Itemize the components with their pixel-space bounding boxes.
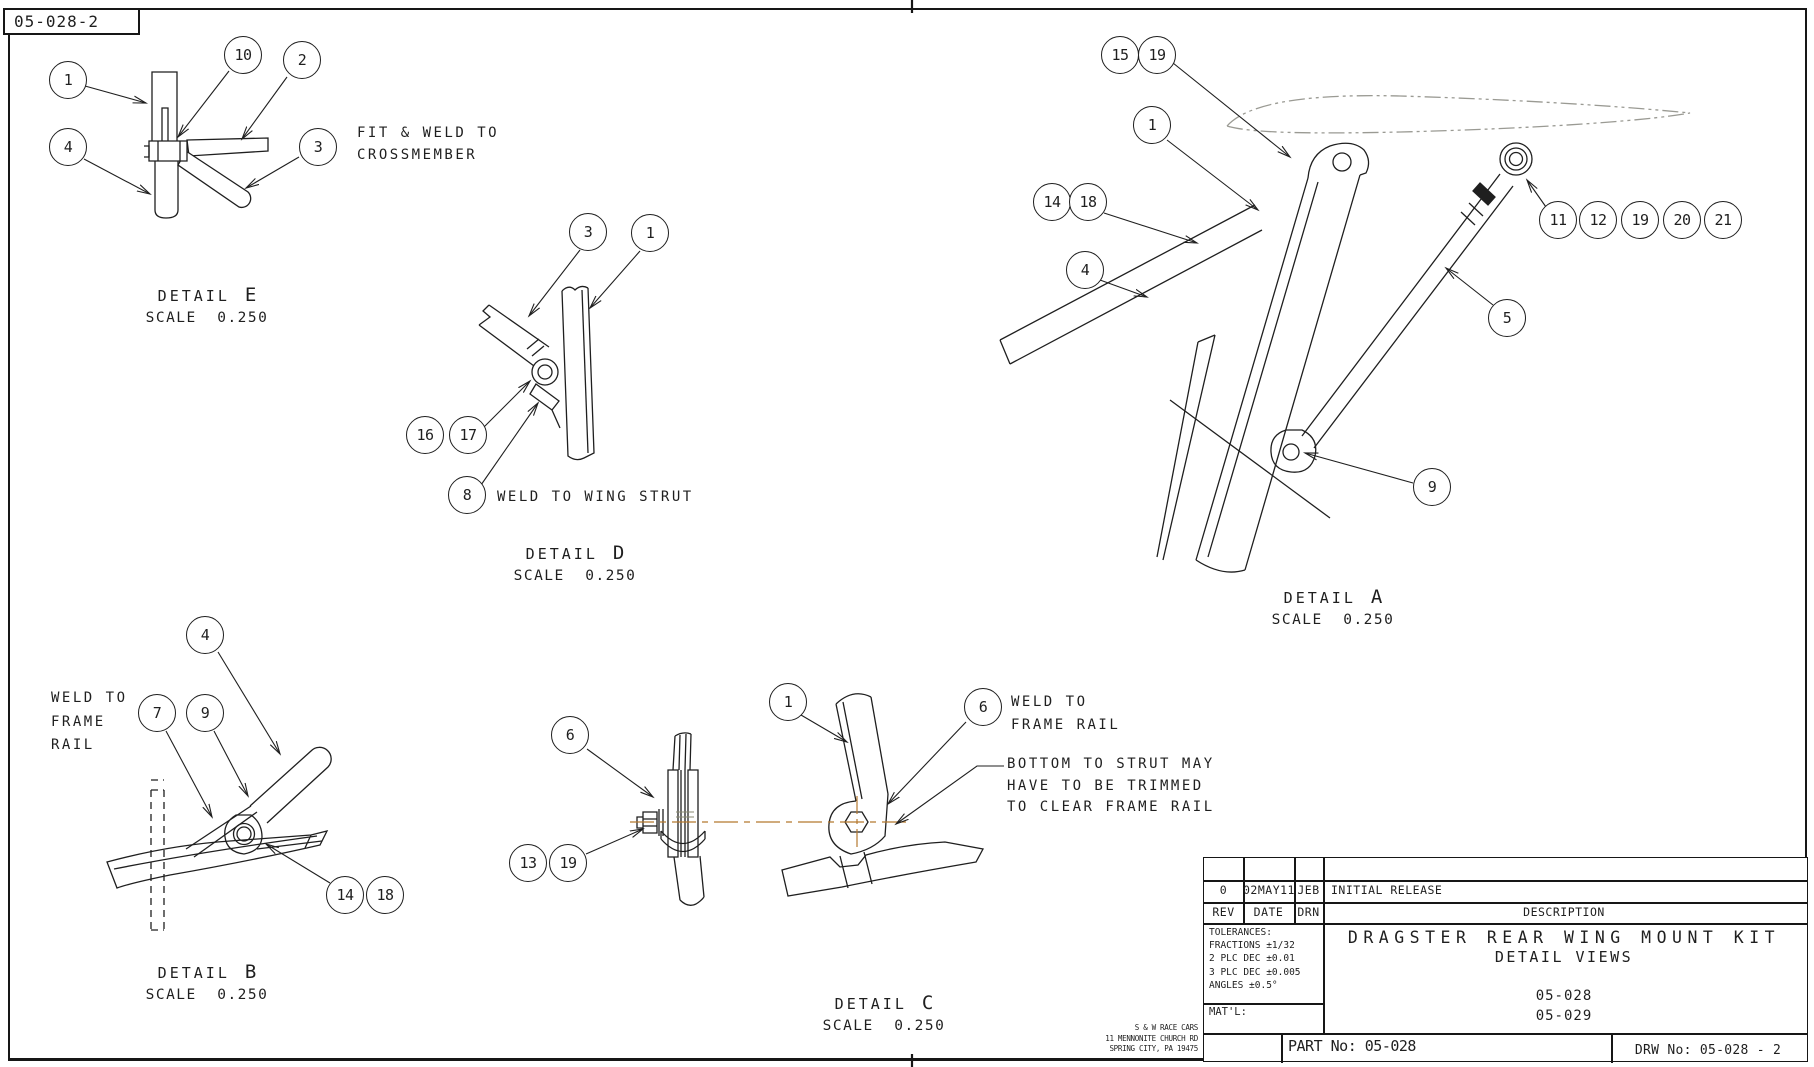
- detail-a-label: DETAIL: [1283, 589, 1356, 607]
- centerlines: [630, 796, 912, 850]
- drawing-number-2: 05-029: [1535, 1008, 1593, 1024]
- detail-d-label: DETAIL: [525, 545, 598, 563]
- balloon-19: 19: [1621, 201, 1659, 239]
- detail-a-title: DETAIL A SCALE 0.250: [1213, 586, 1453, 628]
- balloon-1: 1: [769, 683, 807, 721]
- balloon-16: 16: [406, 416, 444, 454]
- note-detail-c-trim: BOTTOM TO STRUT MAY HAVE TO BE TRIMMED T…: [1007, 756, 1215, 815]
- drn-header: DRN: [1297, 905, 1320, 919]
- balloon-4: 4: [1066, 251, 1104, 289]
- detail-e-title: DETAIL E SCALE 0.250: [87, 284, 327, 326]
- balloon-19: 19: [1138, 36, 1176, 74]
- balloon-14: 14: [326, 876, 364, 914]
- drawing-title-line1: DRAGSTER REAR WING MOUNT KIT: [1347, 928, 1781, 947]
- detail-a-letter: A: [1370, 586, 1383, 608]
- balloon-5: 5: [1488, 299, 1526, 337]
- detail-c-letter: C: [921, 992, 934, 1014]
- rev-description: INITIAL RELEASE: [1331, 883, 1443, 897]
- drawing-number: DRW No: 05-028 - 2: [1634, 1043, 1782, 1058]
- tolerances-note: TOLERANCES: FRACTIONS ±1/32 2 PLC DEC ±0…: [1209, 927, 1301, 991]
- balloon-20: 20: [1663, 201, 1701, 239]
- balloon-21: 21: [1704, 201, 1742, 239]
- balloon-13: 13: [509, 844, 547, 882]
- balloon-6: 6: [551, 716, 589, 754]
- balloon-10: 10: [224, 36, 262, 74]
- zone-label-box: 05-028-2: [3, 8, 140, 35]
- balloon-1: 1: [631, 214, 669, 252]
- rev-date: 02MAY11: [1243, 883, 1295, 897]
- detail-d-title: DETAIL D SCALE 0.250: [455, 542, 695, 584]
- detail-d-geometry: [478, 285, 595, 461]
- drawing-number-1: 05-028: [1535, 988, 1593, 1004]
- balloon-11: 11: [1539, 201, 1577, 239]
- rev-header: REV: [1212, 905, 1235, 919]
- detail-b-scale: SCALE 0.250: [145, 987, 269, 1003]
- detail-e-scale: SCALE 0.250: [145, 310, 269, 326]
- detail-e-label: DETAIL: [157, 287, 230, 305]
- balloon-18: 18: [1069, 183, 1107, 221]
- detail-c-geometry: [636, 693, 984, 906]
- detail-c-title: DETAIL C SCALE 0.250: [764, 992, 1004, 1034]
- balloon-1: 1: [1133, 106, 1171, 144]
- balloon-8: 8: [448, 476, 486, 514]
- detail-e-letter: E: [244, 284, 257, 306]
- description-header: DESCRIPTION: [1523, 905, 1605, 919]
- company-city: SPRING CITY, PA 19475: [1109, 1044, 1198, 1053]
- note-detail-b: WELD TO FRAME RAIL: [51, 690, 128, 753]
- date-header: DATE: [1253, 905, 1284, 919]
- detail-d-letter: D: [612, 542, 625, 564]
- material-label: MAT'L:: [1209, 1006, 1247, 1018]
- detail-c-scale: SCALE 0.250: [822, 1018, 946, 1034]
- balloon-19: 19: [549, 844, 587, 882]
- title-block: 0 02MAY11 JEB INITIAL RELEASE REV DATE D…: [1203, 857, 1808, 1063]
- part-number: PART No: 05-028: [1288, 1037, 1416, 1055]
- balloon-17: 17: [449, 416, 487, 454]
- note-detail-d: WELD TO WING STRUT: [497, 489, 694, 505]
- company-address: S & W RACE CARS 11 MENNONITE CHURCH RD S…: [980, 1023, 1198, 1055]
- detail-d-scale: SCALE 0.250: [513, 568, 637, 584]
- detail-b-label: DETAIL: [157, 964, 230, 982]
- balloon-2: 2: [283, 41, 321, 79]
- balloon-14: 14: [1033, 183, 1071, 221]
- rev-value: 0: [1219, 883, 1228, 897]
- wing-airfoil-phantom: [1225, 95, 1691, 134]
- balloon-1: 1: [49, 61, 87, 99]
- zone-label: 05-028-2: [14, 12, 100, 31]
- detail-b-geometry: [106, 746, 332, 931]
- balloon-12: 12: [1579, 201, 1617, 239]
- balloon-9: 9: [186, 694, 224, 732]
- drawing-title-line2: DETAIL VIEWS: [1494, 948, 1634, 966]
- balloon-3: 3: [299, 128, 337, 166]
- balloon-18: 18: [366, 876, 404, 914]
- balloon-4: 4: [186, 616, 224, 654]
- detail-b-letter: B: [244, 961, 257, 983]
- rev-drn: JEB: [1297, 883, 1320, 897]
- balloon-9: 9: [1413, 468, 1451, 506]
- leader-lines: [83, 62, 1547, 884]
- company-street: 11 MENNONITE CHURCH RD: [1105, 1033, 1198, 1043]
- note-detail-e: FIT & WELD TO CROSSMEMBER: [357, 125, 500, 163]
- detail-a-scale: SCALE 0.250: [1271, 612, 1395, 628]
- sheet-border: [8, 8, 1807, 1061]
- balloon-3: 3: [569, 213, 607, 251]
- balloon-4: 4: [49, 128, 87, 166]
- balloon-6: 6: [964, 688, 1002, 726]
- detail-b-title: DETAIL B SCALE 0.250: [87, 961, 327, 1003]
- company-name: S & W RACE CARS: [1134, 1023, 1199, 1032]
- balloon-7: 7: [138, 694, 176, 732]
- balloon-15: 15: [1101, 36, 1139, 74]
- detail-c-label: DETAIL: [834, 995, 907, 1013]
- detail-e-geometry: [144, 71, 269, 219]
- note-detail-c-weld: WELD TO FRAME RAIL: [1011, 694, 1121, 733]
